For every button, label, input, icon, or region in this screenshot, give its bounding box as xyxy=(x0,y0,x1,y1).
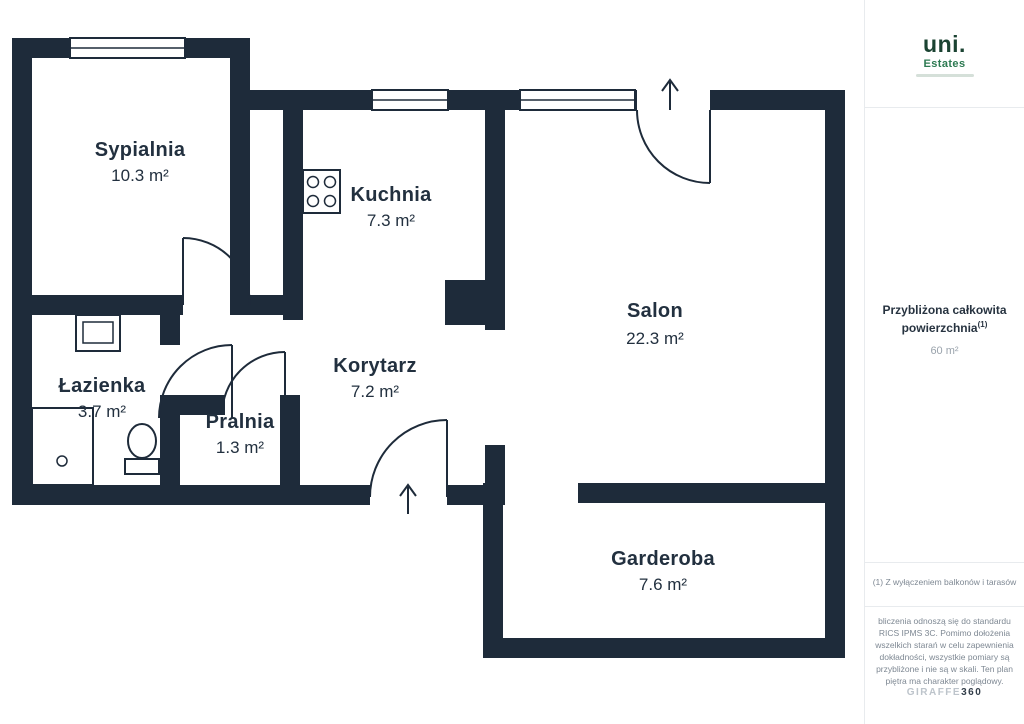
door-entrance xyxy=(369,419,448,498)
shower-symbol xyxy=(31,407,94,486)
wall-segment xyxy=(160,315,180,345)
room-label-sypialnia: Sypialnia xyxy=(95,139,186,161)
room-label-garderoba: Garderoba xyxy=(611,548,715,570)
wall-segment xyxy=(280,395,300,505)
windows xyxy=(69,37,636,111)
wall-segment xyxy=(160,395,180,485)
floor-plan: Sypialnia 10.3 m² Kuchnia 7.3 m² Salon 2… xyxy=(12,37,845,658)
wall-segment xyxy=(160,395,225,415)
total-area-label-text: Przybliżona całkowita powierzchnia xyxy=(882,303,1007,336)
room-area-lazienka: 3.7 m² xyxy=(78,402,127,421)
toilet-symbol xyxy=(124,423,160,475)
room-label-kuchnia: Kuchnia xyxy=(351,184,433,206)
wall-segment xyxy=(485,445,505,505)
giraffe360-logo-brand: GIRAFFE xyxy=(906,687,962,698)
room-labels: Sypialnia 10.3 m² Kuchnia 7.3 m² Salon 2… xyxy=(59,139,716,594)
footnote-text: (1) Z wyłączeniem balkonów i tarasów xyxy=(872,577,1017,587)
wall-segment xyxy=(578,483,845,503)
wall-segment xyxy=(12,295,183,315)
total-area-label: Przybliżona całkowita powierzchnia(1) xyxy=(865,302,1024,338)
brand-logo: uni. Estates xyxy=(865,33,1024,77)
wall-segment xyxy=(483,483,503,658)
wall-segment xyxy=(230,38,250,315)
disclaimer-text: bliczenia odnoszą się do standardu RICS … xyxy=(875,616,1014,687)
divider xyxy=(865,606,1024,607)
room-area-salon: 22.3 m² xyxy=(626,329,684,348)
room-area-korytarz: 7.2 m² xyxy=(351,382,400,401)
room-area-kuchnia: 7.3 m² xyxy=(367,211,416,230)
brand-name: uni. xyxy=(923,31,966,57)
wall-segment xyxy=(12,38,32,505)
window-kuchnia xyxy=(371,89,449,111)
room-label-salon: Salon xyxy=(627,300,683,322)
window-salon xyxy=(519,89,636,111)
wall-segment xyxy=(283,110,303,320)
fixtures xyxy=(31,169,341,486)
door-sypialnia xyxy=(182,237,251,306)
brand-subname: Estates xyxy=(923,58,966,70)
wall-segment xyxy=(825,90,845,658)
stove-symbol xyxy=(302,169,341,214)
total-area-value: 60 m² xyxy=(930,344,959,357)
entrance-arrow-icon xyxy=(399,483,417,514)
total-area-summary: Przybliżona całkowita powierzchnia(1) 60… xyxy=(865,302,1024,357)
door-pralnia xyxy=(221,351,286,416)
info-sidebar: uni. Estates Przybliżona całkowita powie… xyxy=(864,0,1024,724)
brand-tagline-rule xyxy=(915,74,974,77)
wall-segment xyxy=(445,280,505,325)
room-label-korytarz: Korytarz xyxy=(333,355,417,377)
room-label-pralnia: Pralnia xyxy=(206,411,275,433)
giraffe360-logo: GIRAFFE360 xyxy=(865,687,1024,698)
room-area-pralnia: 1.3 m² xyxy=(216,438,265,457)
window-sypialnia xyxy=(69,37,186,59)
wall-segment xyxy=(12,485,370,505)
giraffe360-logo-suffix: 360 xyxy=(961,687,983,698)
footnote-marker: (1) xyxy=(977,320,988,330)
room-label-lazienka: Łazienka xyxy=(59,375,146,397)
divider xyxy=(865,107,1024,108)
room-area-sypialnia: 10.3 m² xyxy=(111,166,169,185)
door-balcony xyxy=(636,109,711,184)
wall-segment xyxy=(485,90,505,330)
doors xyxy=(158,109,711,498)
room-area-garderoba: 7.6 m² xyxy=(639,575,688,594)
wall-segment xyxy=(483,638,845,658)
sink-symbol xyxy=(75,314,121,352)
walls xyxy=(12,38,845,658)
balcony-arrow-icon xyxy=(661,78,679,110)
divider xyxy=(865,562,1024,563)
balcony-door-opening xyxy=(637,88,710,112)
